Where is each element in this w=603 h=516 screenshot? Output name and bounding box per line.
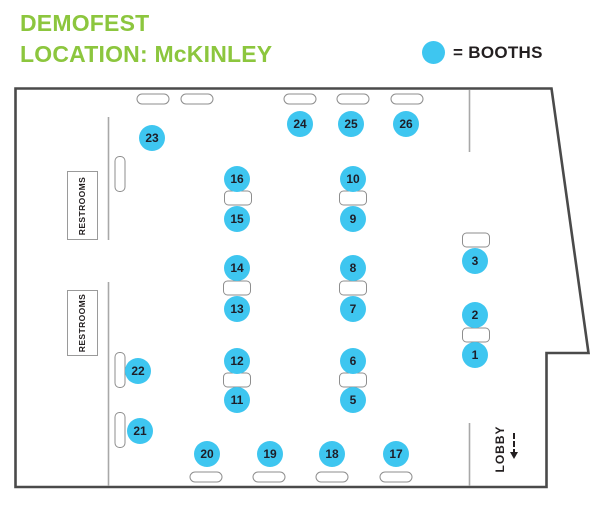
booth-18: 18	[319, 441, 345, 467]
booth-22: 22	[125, 358, 151, 384]
restrooms-upper-room: RESTROOMS	[67, 171, 98, 240]
legend-label: = BOOTHS	[453, 42, 543, 62]
restrooms-lower-room: RESTROOMS	[67, 290, 98, 356]
table-icon	[339, 372, 367, 388]
booth-26: 26	[393, 111, 419, 137]
booth-16: 16	[224, 166, 250, 192]
door-icon	[114, 412, 126, 448]
legend: = BOOTHS	[422, 41, 543, 64]
table-icon	[252, 471, 286, 483]
table-icon	[283, 93, 317, 105]
booth-25: 25	[338, 111, 364, 137]
booth-20: 20	[194, 441, 220, 467]
booth-1: 1	[462, 342, 488, 368]
booth-circle-icon	[422, 41, 445, 64]
booth-23: 23	[139, 125, 165, 151]
booth-11: 11	[224, 387, 250, 413]
table-icon	[339, 190, 367, 206]
table-icon	[180, 93, 214, 105]
booth-12: 12	[224, 348, 250, 374]
table-icon	[462, 232, 490, 248]
table-icon	[462, 327, 490, 343]
title-line-1: DEMOFEST	[20, 10, 150, 36]
booth-14: 14	[224, 255, 250, 281]
table-icon	[223, 280, 251, 296]
title-line-2: LOCATION: McKINLEY	[20, 41, 273, 67]
table-icon	[336, 93, 370, 105]
booth-3: 3	[462, 248, 488, 274]
table-icon	[224, 190, 252, 206]
table-icon	[390, 93, 424, 105]
door-icon	[114, 352, 126, 388]
table-icon	[223, 372, 251, 388]
lobby-label: LOBBY	[493, 425, 507, 473]
booth-2: 2	[462, 302, 488, 328]
booth-5: 5	[340, 387, 366, 413]
page-title: DEMOFEST LOCATION: McKINLEY	[20, 8, 272, 70]
booth-17: 17	[383, 441, 409, 467]
room-outline-wall	[14, 87, 590, 489]
restrooms-lower-label: RESTROOMS	[77, 293, 88, 353]
booth-10: 10	[340, 166, 366, 192]
table-icon	[339, 280, 367, 296]
booth-6: 6	[340, 348, 366, 374]
booth-9: 9	[340, 206, 366, 232]
booth-21: 21	[127, 418, 153, 444]
booth-24: 24	[287, 111, 313, 137]
table-icon	[189, 471, 223, 483]
door-icon	[114, 156, 126, 192]
booth-13: 13	[224, 296, 250, 322]
booth-8: 8	[340, 255, 366, 281]
table-icon	[315, 471, 349, 483]
booth-7: 7	[340, 296, 366, 322]
table-icon	[379, 471, 413, 483]
booth-19: 19	[257, 441, 283, 467]
lobby-direction-arrow-icon	[509, 433, 518, 459]
restrooms-upper-label: RESTROOMS	[77, 176, 88, 235]
booth-15: 15	[224, 206, 250, 232]
table-icon	[136, 93, 170, 105]
